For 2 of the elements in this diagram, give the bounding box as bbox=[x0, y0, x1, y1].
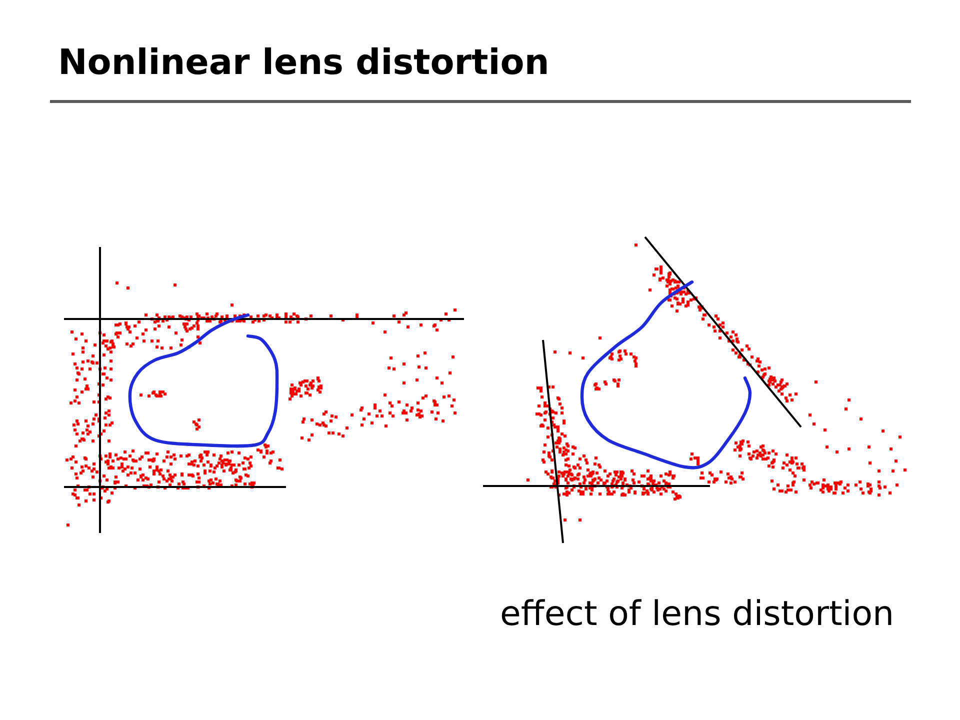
caption-text: effect of lens distortion bbox=[500, 594, 894, 634]
slide-title: Nonlinear lens distortion bbox=[58, 42, 550, 84]
